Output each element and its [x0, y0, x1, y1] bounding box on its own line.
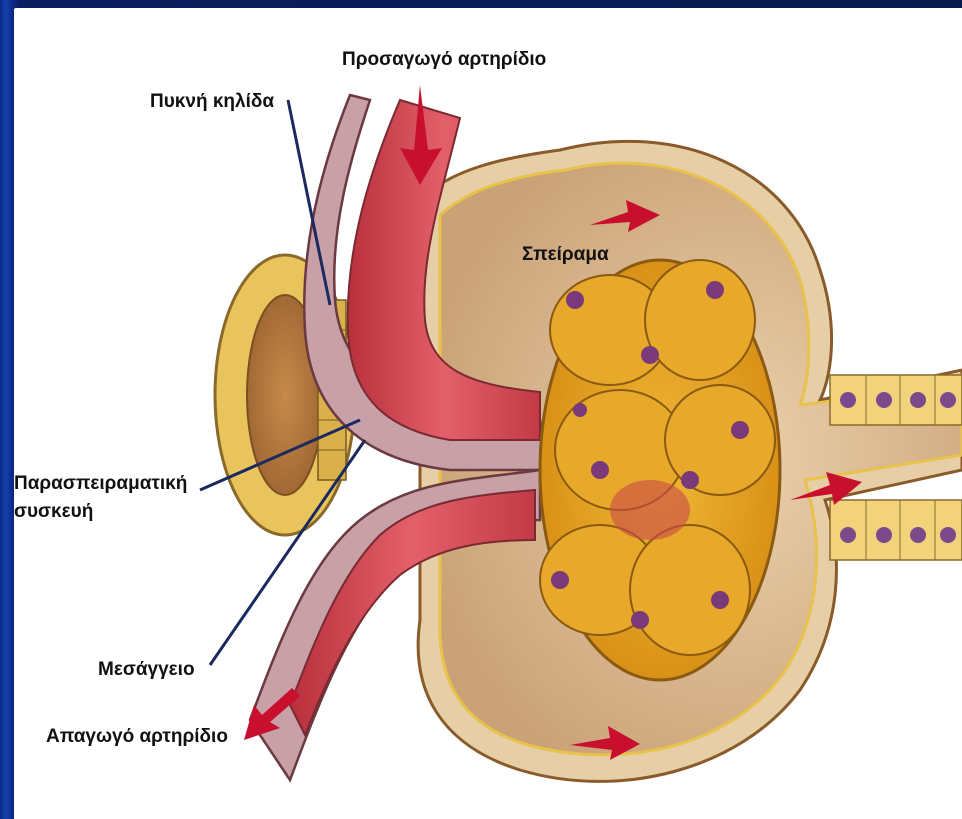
label-glomerulus: Σπείραμα: [522, 243, 609, 267]
label-juxtaglomerular-line1: Παρασπειραματική: [14, 472, 187, 496]
label-efferent-arteriole: Απαγωγό αρτηρίδιο: [46, 725, 228, 749]
label-juxtaglomerular-line2: συσκευή: [14, 500, 93, 524]
label-afferent-arteriole: Προσαγωγό αρτηρίδιο: [342, 48, 546, 72]
label-mesangium: Μεσάγγειο: [98, 658, 195, 682]
label-macula-densa: Πυκνή κηλίδα: [150, 90, 274, 114]
glomerulus-tuft: [540, 260, 780, 680]
